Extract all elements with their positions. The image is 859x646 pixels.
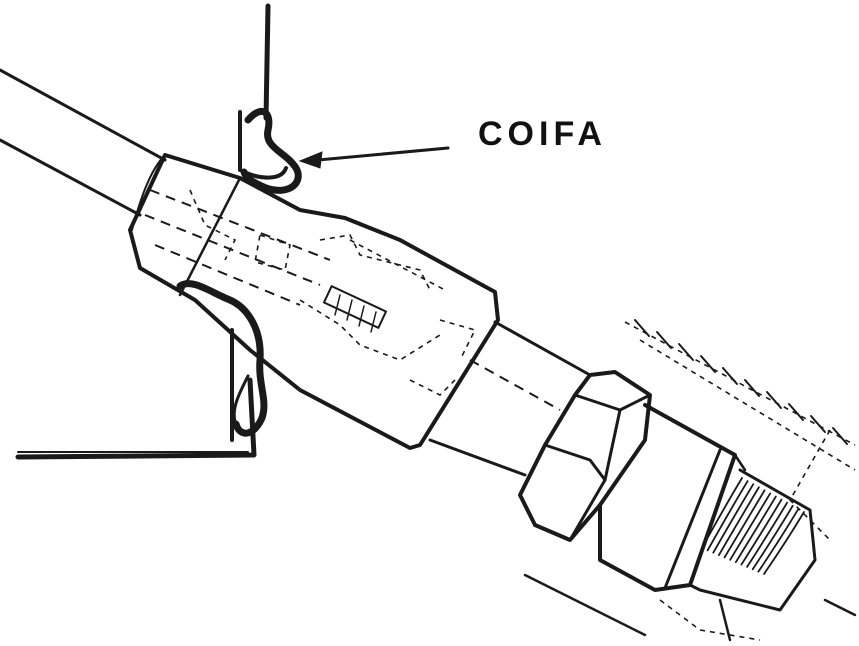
head-hatch-line [678, 343, 694, 361]
thread-line [746, 501, 788, 568]
shield-plate [15, 3, 271, 460]
spark-plug-insulator [428, 320, 592, 477]
thread-line [712, 483, 755, 554]
thread-line [757, 508, 800, 573]
head-hatch-line [832, 427, 848, 445]
head-hatch-line [744, 379, 760, 397]
thread-line [729, 492, 772, 561]
thread-line [718, 486, 760, 556]
thread-line [734, 495, 777, 564]
thread-line [706, 480, 749, 552]
head-hatch-line [766, 391, 782, 409]
thread-line [740, 498, 783, 566]
inner-terminal [144, 189, 477, 396]
thread-line [701, 477, 743, 549]
spark-plug-threads [688, 468, 817, 612]
contact-spring [323, 285, 387, 333]
callout-arrow [298, 146, 450, 169]
head-hatch-line [810, 415, 826, 433]
ignition-cable [0, 68, 167, 217]
thread-line [751, 504, 794, 571]
boot-body [128, 153, 500, 450]
boot-flange-upper [240, 107, 302, 194]
thread-line [763, 511, 805, 575]
callout-label: COIFA [478, 115, 607, 153]
cylinder-head [523, 319, 857, 642]
head-hatch-line [634, 319, 650, 337]
spark-plug-shell [598, 403, 747, 592]
head-hatch-line [722, 367, 738, 385]
head-hatch-line [656, 331, 672, 349]
head-hatch-line [700, 355, 716, 373]
thread-line [723, 489, 766, 559]
spark-plug-hex [518, 370, 652, 542]
head-hatch-line [788, 403, 804, 421]
